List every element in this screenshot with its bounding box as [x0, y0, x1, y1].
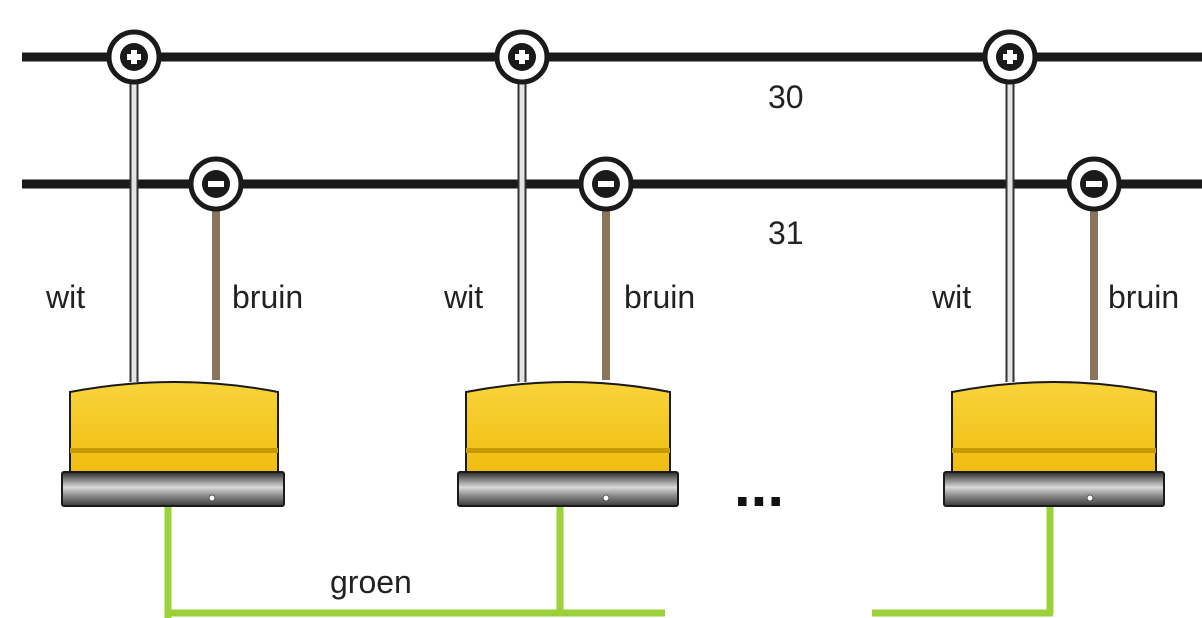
white-wire-label: wit	[45, 279, 85, 315]
beacon-light	[457, 381, 679, 507]
beacon-unit-2: wit bruin	[443, 29, 695, 507]
brown-wire-label: bruin	[232, 279, 303, 315]
beacon-unit-1: wit bruin	[45, 29, 303, 507]
plus-terminal	[106, 29, 162, 85]
plus-terminal	[494, 29, 550, 85]
white-wire-label: wit	[443, 279, 483, 315]
beacon-unit-3: wit bruin	[931, 29, 1179, 507]
white-wire-label: wit	[931, 279, 971, 315]
ground-wire-label: groen	[330, 564, 412, 600]
ellipsis-ground: ...	[734, 574, 784, 618]
brown-wire-label: bruin	[624, 279, 695, 315]
beacon-light	[61, 381, 285, 507]
bus-30-label: 30	[768, 79, 804, 115]
minus-terminal	[1066, 156, 1122, 212]
brown-wire-label: bruin	[1108, 279, 1179, 315]
plus-terminal	[982, 29, 1038, 85]
ellipsis-units: ...	[734, 452, 784, 519]
minus-terminal	[188, 156, 244, 212]
ground-wire	[164, 506, 1054, 618]
bus-31-label: 31	[768, 215, 804, 251]
minus-terminal	[578, 156, 634, 212]
beacon-light	[943, 381, 1165, 507]
